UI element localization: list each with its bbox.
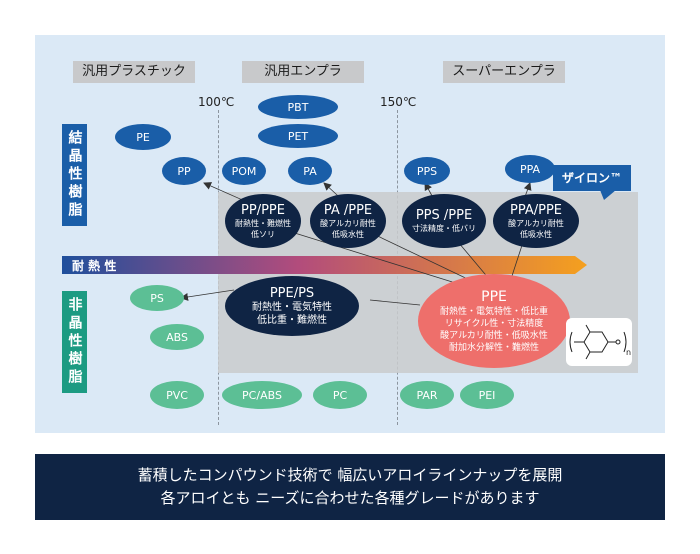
resin-pc: PC bbox=[313, 381, 367, 409]
alloy-pps-ppe: PPS /PPE 寸法精度・低バリ bbox=[402, 194, 486, 248]
resin-pbt: PBT bbox=[258, 95, 338, 119]
alloy-feature: 低吸水性 bbox=[520, 229, 552, 239]
resin-par: PAR bbox=[400, 381, 454, 409]
resin-pa: PA bbox=[288, 157, 332, 185]
structure-box: n bbox=[566, 318, 632, 366]
resin-ps: PS bbox=[130, 285, 184, 311]
heat-label: 耐 熱 性 bbox=[72, 259, 117, 273]
alloy-feature: 耐熱性・難燃性 bbox=[235, 218, 291, 228]
ppe-structure-icon bbox=[569, 324, 627, 360]
alloy-ppa-ppe: PPA/PPE 酸アルカリ耐性 低吸水性 bbox=[493, 194, 579, 248]
resin-ppa: PPA bbox=[505, 155, 555, 183]
temp-100: 100℃ bbox=[198, 95, 235, 109]
resin-pvc: PVC bbox=[150, 381, 204, 409]
resin-pps: PPS bbox=[404, 157, 450, 185]
ppe-name: PPE bbox=[481, 289, 507, 305]
footer-line: 蓄積したコンパウンド技術で 幅広いアロイラインナップを展開 bbox=[137, 466, 563, 484]
category-general-plastics: 汎用プラスチック bbox=[73, 61, 195, 83]
structure-subscript: n bbox=[626, 348, 632, 357]
alloy-name: PPS /PPE bbox=[415, 208, 473, 223]
alloy-pp-ppe: PP/PPE 耐熱性・難燃性 低ソリ bbox=[225, 194, 301, 248]
alloy-ppe-ps: PPE/PS 耐熱性・電気特性 低比重・難燃性 bbox=[225, 276, 359, 336]
resin-pei: PEI bbox=[460, 381, 514, 409]
ppe-feature: 耐加水分解性・難燃性 bbox=[448, 343, 539, 353]
alloy-feature: 低吸水性 bbox=[332, 229, 364, 239]
side-label-amorphous: 非晶性樹脂 bbox=[62, 291, 87, 393]
alloy-feature: 酸アルカリ耐性 bbox=[508, 218, 564, 228]
resin-pc-abs: PC/ABS bbox=[222, 381, 302, 409]
alloy-name: PPE/PS bbox=[269, 285, 315, 301]
alloy-feature: 低ソリ bbox=[251, 229, 275, 239]
temp-150: 150℃ bbox=[380, 95, 417, 109]
alloy-feature: 寸法精度・低バリ bbox=[412, 224, 476, 233]
ppe-feature: 酸アルカリ耐性・低吸水性 bbox=[440, 331, 548, 341]
side-label-crystalline: 結晶性樹脂 bbox=[62, 124, 87, 226]
brand-badge: ザイロン™ bbox=[553, 165, 631, 191]
alloy-feature: 酸アルカリ耐性 bbox=[320, 218, 376, 228]
alloy-pa-ppe: PA /PPE 酸アルカリ耐性 低吸水性 bbox=[310, 194, 386, 248]
footer-line: 各アロイとも ニーズに合わせた各種グレードがあります bbox=[160, 489, 540, 507]
alloy-name: PP/PPE bbox=[241, 202, 285, 218]
ppe-feature: リサイクル性・寸法精度 bbox=[444, 319, 544, 329]
category-super-engineering: スーパーエンプラ bbox=[443, 61, 565, 83]
resin-pp: PP bbox=[162, 157, 206, 185]
resin-pom: POM bbox=[222, 157, 266, 185]
ppe-core: PPE 耐熱性・電気特性・低比重 リサイクル性・寸法精度 酸アルカリ耐性・低吸水… bbox=[418, 274, 570, 368]
category-general-engineering: 汎用エンプラ bbox=[242, 61, 364, 83]
footer-banner: 蓄積したコンパウンド技術で 幅広いアロイラインナップを展開 各アロイとも ニーズ… bbox=[35, 454, 665, 520]
resin-pet: PET bbox=[258, 124, 338, 148]
alloy-feature: 低比重・難燃性 bbox=[257, 314, 327, 326]
resin-pe: PE bbox=[115, 124, 171, 150]
resin-abs: ABS bbox=[150, 324, 204, 350]
alloy-name: PPA/PPE bbox=[509, 202, 562, 218]
ppe-feature: 耐熱性・電気特性・低比重 bbox=[439, 307, 548, 317]
alloy-name: PA /PPE bbox=[323, 202, 373, 218]
alloy-feature: 耐熱性・電気特性 bbox=[252, 301, 332, 313]
